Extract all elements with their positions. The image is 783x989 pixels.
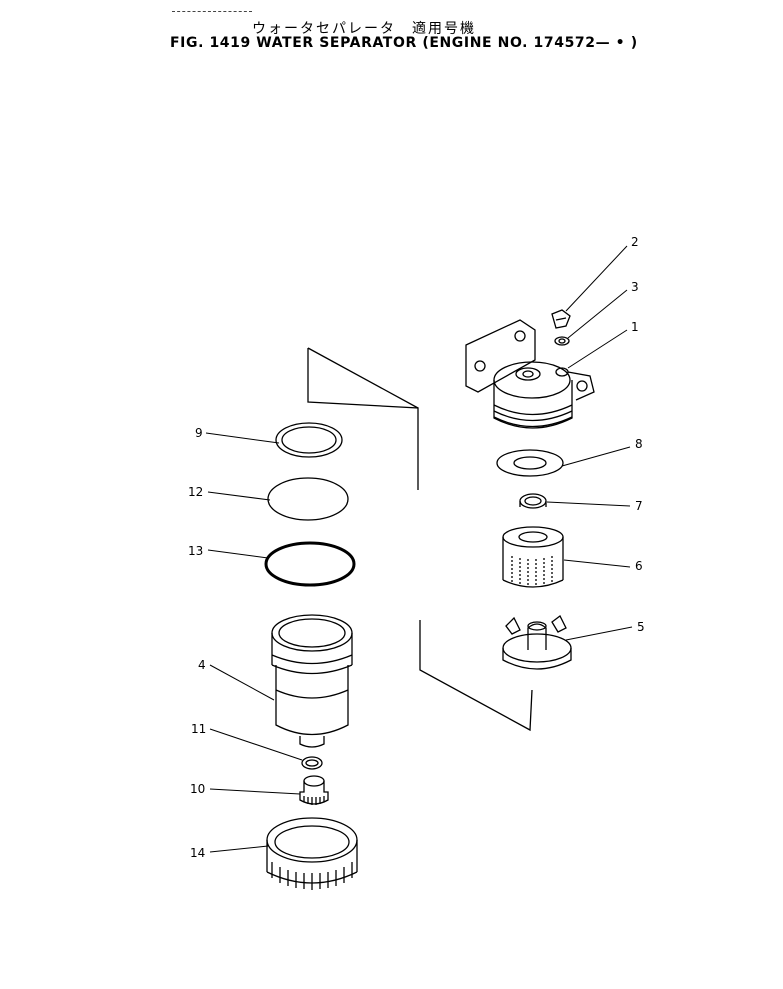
callout-11: 11: [191, 722, 206, 736]
callout-4: 4: [198, 658, 206, 672]
callout-10: 10: [190, 782, 205, 796]
figure-title: FIG. 1419 WATER SEPARATOR (ENGINE NO. 17…: [170, 35, 638, 51]
callout-12: 12: [188, 485, 203, 499]
part-10-drain-plug: [299, 775, 329, 805]
callout-3: 3: [631, 280, 639, 294]
callout-8: 8: [635, 437, 643, 451]
part-9-ring: [275, 422, 343, 458]
header-rule: [172, 11, 252, 12]
callout-7: 7: [635, 499, 643, 513]
part-8-gasket: [496, 449, 564, 477]
callout-9: 9: [195, 426, 203, 440]
part-2-plug: [551, 309, 571, 329]
callout-2: 2: [631, 235, 639, 249]
callout-5: 5: [637, 620, 645, 634]
part-5-base-cap: [502, 615, 572, 670]
leader-lines: [205, 245, 633, 853]
part-7-seal: [519, 493, 547, 509]
callout-6: 6: [635, 559, 643, 573]
callout-14: 14: [190, 846, 205, 860]
part-11-o-ring: [301, 756, 323, 770]
part-14-ring-nut: [266, 817, 358, 890]
assembly-bracket-lines: [307, 347, 533, 732]
callout-13: 13: [188, 544, 203, 558]
callout-1: 1: [631, 320, 639, 334]
part-3-washer: [554, 336, 570, 346]
part-4-bowl: [271, 614, 353, 748]
part-6-filter-element: [502, 526, 564, 588]
callout-numbers: 2 3 1 8 7 6 5 9 12 13 4 11 10 14: [188, 235, 645, 860]
part-1-head-housing: [465, 319, 595, 429]
japanese-title: ウォータセパレータ 適用号機: [252, 21, 476, 37]
part-13-o-ring: [264, 541, 356, 587]
part-12-o-ring: [267, 477, 349, 521]
